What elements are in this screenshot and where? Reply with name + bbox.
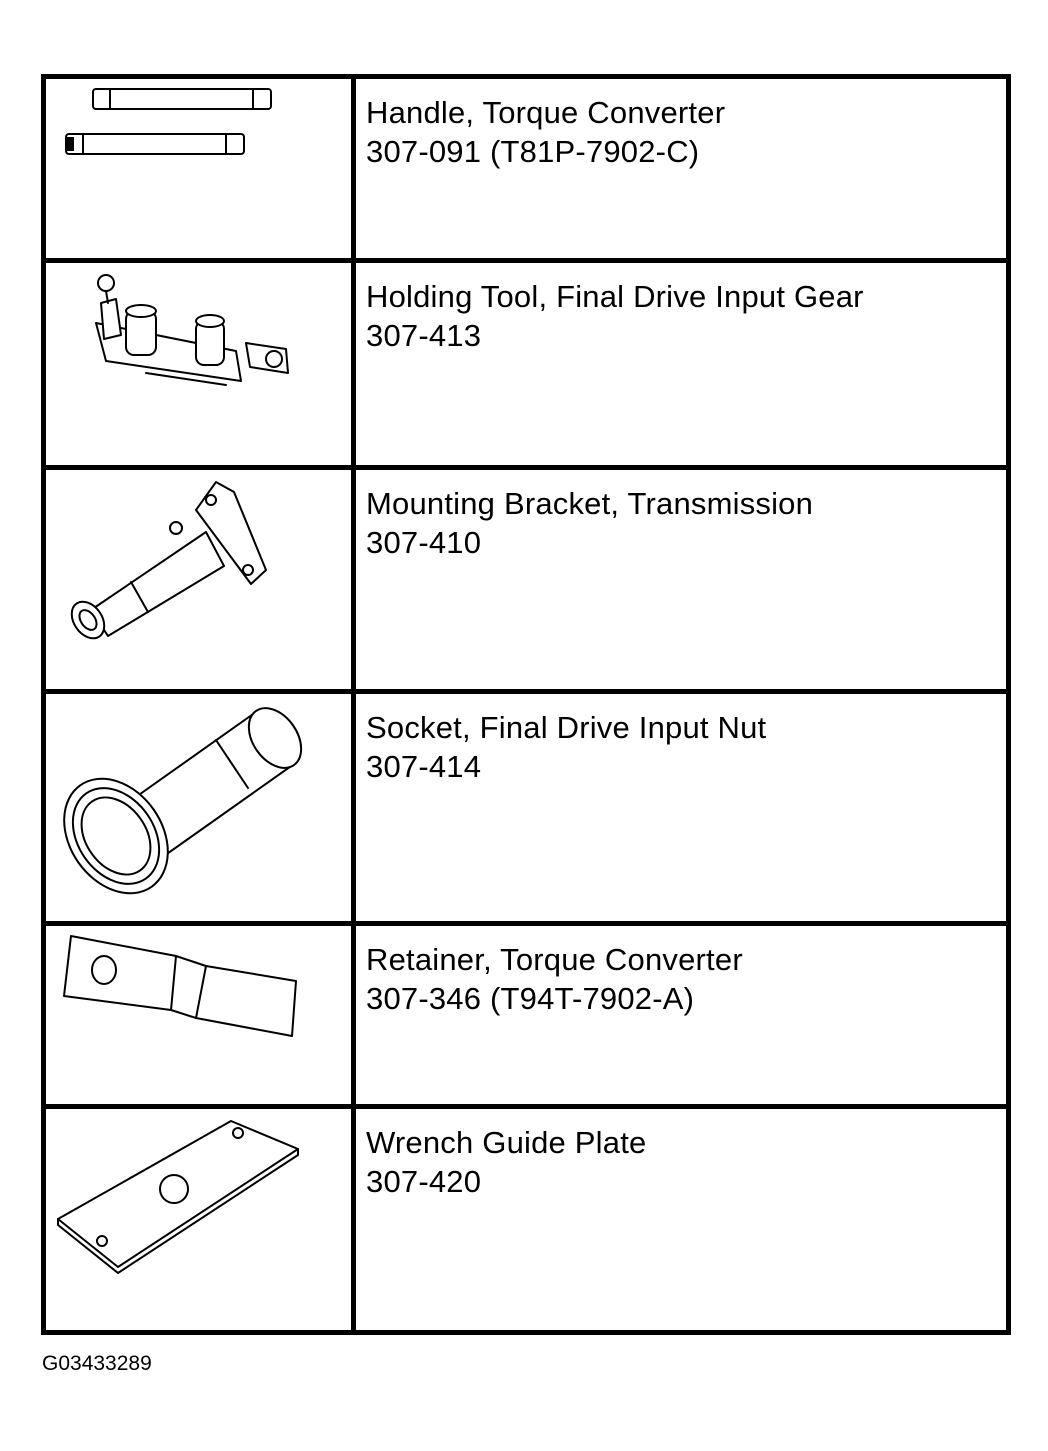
tool-row: Handle, Torque Converter 307-091 (T81P-7… <box>41 74 1011 263</box>
tool-illustration-cell <box>41 1104 356 1335</box>
tool-part-number: 307-410 <box>366 525 482 560</box>
torque-converter-handle-icon <box>65 88 272 155</box>
tool-part-number: 307-091 (T81P-7902-C) <box>366 134 700 169</box>
tool-name: Socket, Final Drive Input Nut <box>366 710 767 745</box>
tool-part-number: 307-413 <box>366 318 482 353</box>
figure-id: G03433289 <box>42 1352 152 1375</box>
tool-row: Retainer, Torque Converter 307-346 (T94T… <box>41 921 1011 1109</box>
tool-part-number: 307-420 <box>366 1164 482 1199</box>
tool-name: Mounting Bracket, Transmission <box>366 486 814 521</box>
tool-description-cell: Socket, Final Drive Input Nut 307-414 <box>351 689 1011 926</box>
tool-name: Retainer, Torque Converter <box>366 942 743 977</box>
tool-illustration-cell <box>41 74 356 263</box>
torque-converter-retainer-icon <box>63 935 297 1037</box>
tool-illustration-cell <box>41 921 356 1109</box>
tool-description-cell: Mounting Bracket, Transmission 307-410 <box>351 465 1011 694</box>
tool-description-cell: Retainer, Torque Converter 307-346 (T94T… <box>351 921 1011 1109</box>
tool-description-cell: Wrench Guide Plate 307-420 <box>351 1104 1011 1335</box>
tool-illustration-cell <box>41 465 356 694</box>
special-tools-table: Handle, Torque Converter 307-091 (T81P-7… <box>41 74 1011 1335</box>
tool-row: Socket, Final Drive Input Nut 307-414 <box>41 689 1011 926</box>
tool-row: Wrench Guide Plate 307-420 <box>41 1104 1011 1335</box>
tool-row: Mounting Bracket, Transmission 307-410 <box>41 465 1011 694</box>
mounting-bracket-icon <box>70 481 267 640</box>
wrench-guide-plate-icon <box>57 1120 299 1274</box>
tool-name: Wrench Guide Plate <box>366 1125 647 1160</box>
tool-illustration-cell <box>41 689 356 926</box>
tool-description-cell: Holding Tool, Final Drive Input Gear 307… <box>351 258 1011 470</box>
socket-icon <box>63 707 303 895</box>
tool-name: Holding Tool, Final Drive Input Gear <box>366 279 864 314</box>
tool-name: Handle, Torque Converter <box>366 95 726 130</box>
tool-row: Holding Tool, Final Drive Input Gear 307… <box>41 258 1011 470</box>
tool-illustration-cell <box>41 258 356 470</box>
tool-description-cell: Handle, Torque Converter 307-091 (T81P-7… <box>351 74 1011 263</box>
tool-part-number: 307-346 (T94T-7902-A) <box>366 981 695 1016</box>
tool-part-number: 307-414 <box>366 749 482 784</box>
holding-tool-icon <box>95 274 289 386</box>
